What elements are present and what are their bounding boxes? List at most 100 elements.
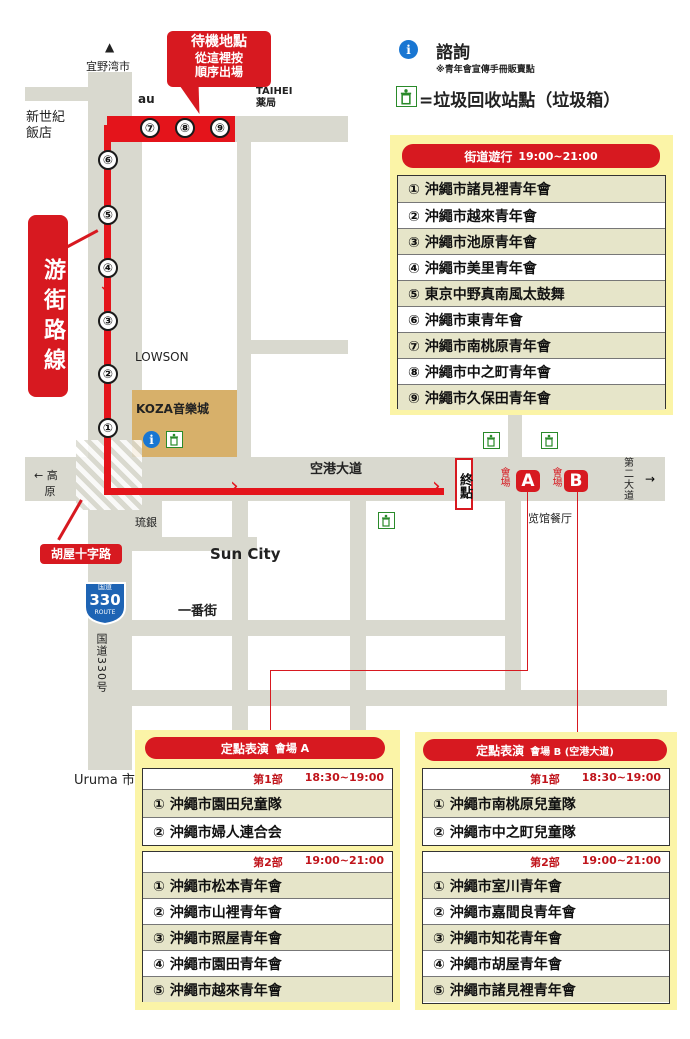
stage-b-panel: 定點表演 會場 B (空港大道) 第1部 18:30~19:00 ① 沖繩市南桃… bbox=[415, 732, 677, 1010]
road-south-vertical-3 bbox=[505, 501, 521, 701]
stageB-p2-row: ③ 沖繩市知花青年會 bbox=[423, 924, 669, 950]
connector-a-horizontal bbox=[270, 670, 528, 671]
stage-b-part2-time: 19:00~21:00 bbox=[581, 854, 661, 867]
parade-time: 19:00~21:00 bbox=[518, 149, 598, 163]
road-lower-horizontal bbox=[132, 690, 667, 706]
parade-table-row: ② 沖繩市越來青年會 bbox=[398, 202, 665, 228]
parade-table-row: ⑧ 沖繩市中之町青年會 bbox=[398, 358, 665, 384]
place-restaurant: 览馆餐厅 bbox=[528, 512, 572, 525]
stageB-p1-row: ① 沖繩市南桃原兒童隊 bbox=[423, 789, 669, 817]
route-horizontal bbox=[104, 488, 444, 495]
stage-b-title-text: 定點表演 bbox=[476, 743, 525, 758]
parade-title: 街道遊行 19:00~21:00 bbox=[402, 144, 660, 168]
stage-b-part2-label: 第2部 bbox=[530, 856, 560, 869]
legend-info-label: 諮詢 bbox=[436, 43, 470, 63]
shield-number: 330 bbox=[89, 591, 121, 609]
waypoint-9: ⑨ bbox=[210, 118, 230, 138]
stage-a-part2-time: 19:00~21:00 bbox=[304, 854, 384, 867]
route-tag: 游街路線 bbox=[28, 215, 68, 397]
place-dainiodo: 第二大道 bbox=[624, 458, 634, 502]
stageA-p2-row: ② 沖繩市山裡青年會 bbox=[143, 898, 392, 924]
connector-a-vertical bbox=[527, 492, 528, 670]
waypoint-3: ③ bbox=[98, 311, 118, 331]
arrow-right-icon: → bbox=[645, 472, 656, 486]
connector-a-down bbox=[270, 670, 271, 736]
stageB-p2-row: ④ 沖繩市胡屋青年會 bbox=[423, 950, 669, 976]
road-inner-vertical-right bbox=[237, 142, 251, 457]
stageA-p2-row: ③ 沖繩市照屋青年會 bbox=[143, 924, 392, 950]
parade-table-row: ⑤ 東京中野真南風太鼓舞 bbox=[398, 280, 665, 306]
waiting-area-callout: 待機地點 從這裡按 順序出場 bbox=[167, 31, 271, 87]
parade-title-text: 街道遊行 bbox=[464, 149, 513, 164]
waypoint-7: ⑦ bbox=[140, 118, 160, 138]
info-icon-koza: i bbox=[143, 431, 160, 448]
place-takahara: ← 高 原 bbox=[34, 469, 58, 498]
stage-a-venue: 會場 A bbox=[274, 742, 310, 755]
connector-b-vertical bbox=[577, 492, 578, 732]
waypoint-2: ② bbox=[98, 364, 118, 384]
parade-table-row: ⑥ 沖繩市東青年會 bbox=[398, 306, 665, 332]
waypoint-4: ④ bbox=[98, 258, 118, 278]
road-ichiban-horizontal bbox=[132, 620, 520, 636]
legend-info-icon: i bbox=[399, 40, 418, 59]
route-arrow-right-icon-1: › bbox=[230, 474, 239, 499]
venue-label-a: 會場 bbox=[498, 467, 509, 487]
stage-b-venue: 會場 B (空港大道) bbox=[530, 746, 614, 758]
road-south-vertical-2 bbox=[350, 501, 366, 731]
venue-label-b: 會場 bbox=[550, 467, 561, 487]
goya-crossing-label: 胡屋十字路 bbox=[40, 544, 122, 564]
stage-a-part1-time: 18:30~19:00 bbox=[304, 771, 384, 784]
place-suncity: Sun City bbox=[210, 545, 281, 563]
waypoint-6: ⑥ bbox=[98, 150, 118, 170]
road-south-vertical-1 bbox=[232, 501, 248, 731]
north-arrow-icon: ▲ bbox=[105, 40, 115, 54]
trash-can-icon-2 bbox=[541, 432, 558, 449]
waiting-line-3: 順序出場 bbox=[194, 65, 243, 79]
waypoint-8: ⑧ bbox=[175, 118, 195, 138]
venue-b-badge: B bbox=[564, 470, 588, 492]
legend-trash-label: =垃圾回收站點（垃圾箱） bbox=[419, 91, 621, 111]
stage-b-part1-label: 第1部 bbox=[530, 773, 560, 786]
shield-top-text: 国道 bbox=[98, 583, 112, 591]
stageA-p2-row: ④ 沖繩市園田青年會 bbox=[143, 950, 392, 976]
place-national-road: 国道330号 bbox=[95, 633, 108, 693]
stageB-p2-row: ⑤ 沖繩市諸見裡青年會 bbox=[423, 976, 669, 1002]
waiting-line-1: 待機地點 bbox=[191, 34, 247, 50]
trash-can-icon-3 bbox=[378, 512, 395, 529]
stageB-p2-row: ② 沖繩市嘉間良青年會 bbox=[423, 898, 669, 924]
stageB-p1-row: ② 沖繩市中之町兒童隊 bbox=[423, 817, 669, 845]
place-uruma: Uruma 市 bbox=[74, 773, 135, 788]
waiting-callout-pointer bbox=[178, 84, 210, 114]
place-au: au bbox=[138, 92, 155, 106]
stage-a-part1-label: 第1部 bbox=[253, 773, 283, 786]
road-right-vertical bbox=[508, 410, 522, 457]
stage-b-title: 定點表演 會場 B (空港大道) bbox=[423, 739, 667, 761]
place-airport-road: 空港大道 bbox=[310, 462, 363, 477]
route-330-shield-icon: 国道 330 ROUTE bbox=[83, 577, 127, 626]
place-shinseiki: 新世紀飯店 bbox=[26, 110, 66, 141]
stageB-p2-row: ① 沖繩市室川青年會 bbox=[423, 872, 669, 898]
parade-table-row: ⑦ 沖繩市南桃原青年會 bbox=[398, 332, 665, 358]
stage-a-part2-label: 第2部 bbox=[253, 856, 283, 869]
stage-a-title: 定點表演 會場 A bbox=[145, 737, 385, 759]
venue-a-badge: A bbox=[516, 470, 540, 492]
waypoint-5: ⑤ bbox=[98, 205, 118, 225]
stageA-p1-row: ① 沖繩市園田兒童隊 bbox=[143, 789, 392, 817]
stageA-p2-row: ① 沖繩市松本青年會 bbox=[143, 872, 392, 898]
parade-table-row: ④ 沖繩市美里青年會 bbox=[398, 254, 665, 280]
road-inner-vertical-left bbox=[132, 142, 142, 457]
trash-can-icon-1 bbox=[483, 432, 500, 449]
stageA-p1-row: ② 沖繩市婦人連合会 bbox=[143, 817, 392, 845]
parade-table-row: ③ 沖繩市池原青年會 bbox=[398, 228, 665, 254]
route-vertical bbox=[104, 125, 111, 495]
road-suncity-horizontal bbox=[132, 537, 257, 551]
place-ichiban: 一番街 bbox=[178, 604, 218, 619]
route-arrow-right-icon-2: › bbox=[432, 474, 441, 499]
stage-a-title-text: 定點表演 bbox=[220, 741, 269, 756]
place-ryugin: 琉銀 bbox=[135, 516, 157, 529]
